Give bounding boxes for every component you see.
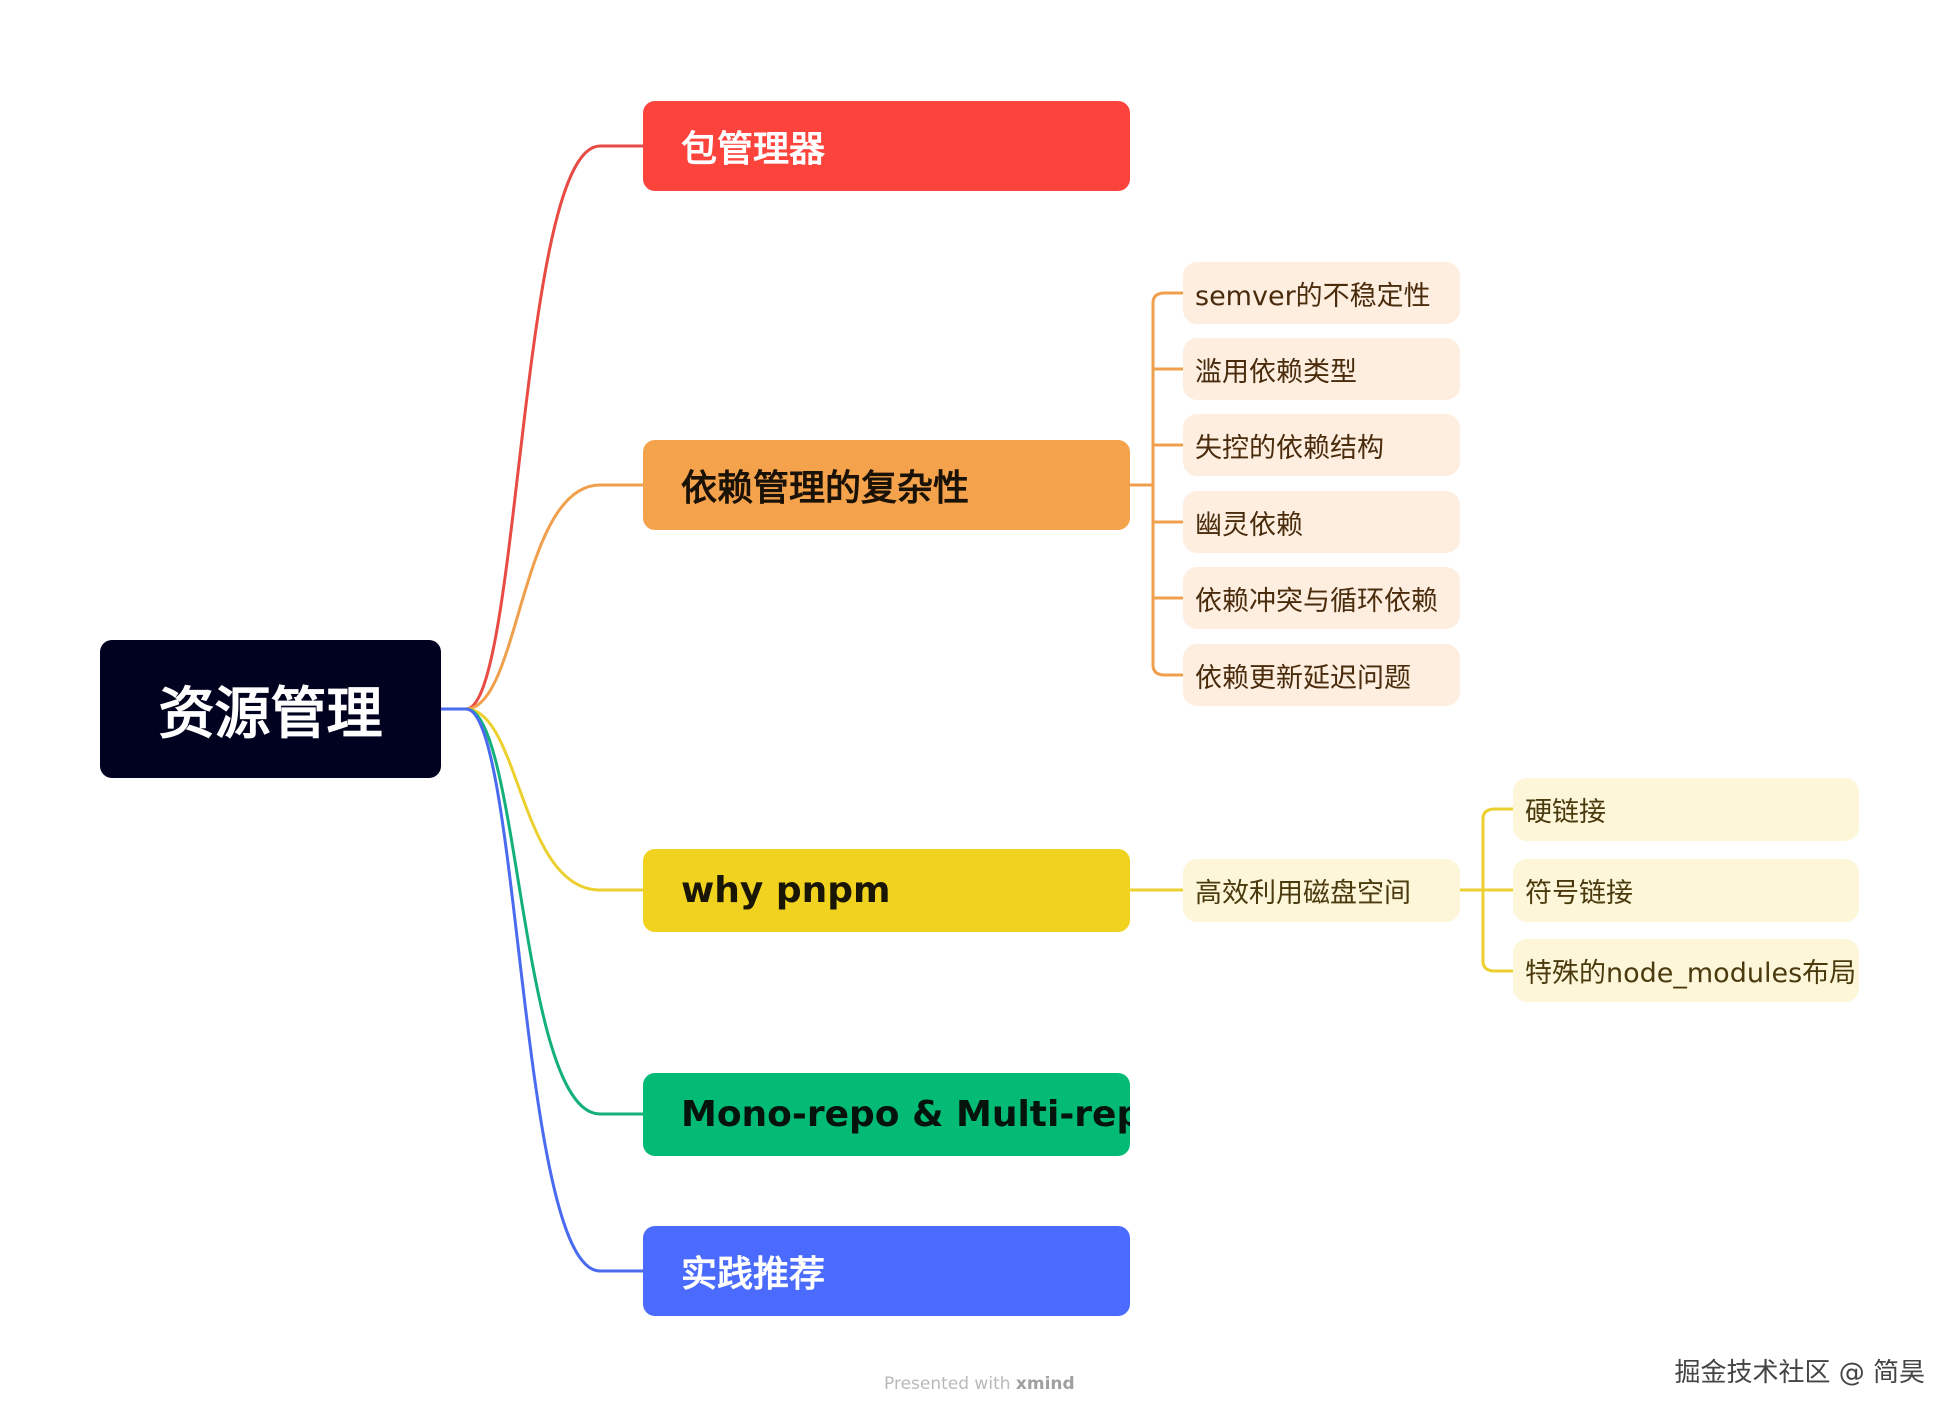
topic-why-pnpm[interactable]: why pnpm [643, 849, 1130, 932]
yellow-subtopic-connector [1481, 807, 1515, 821]
branch-connector-1 [464, 144, 645, 711]
subtopic-label: 依赖更新延迟问题 [1195, 662, 1411, 694]
branch-connector-3 [464, 707, 645, 892]
subtopic-uncontrolled-structure[interactable]: 失控的依赖结构 [1183, 414, 1460, 476]
subtopic-hard-link[interactable]: 硬链接 [1513, 778, 1859, 841]
topic-label: 包管理器 [681, 129, 826, 170]
footer-brand: xmind [1015, 1374, 1075, 1394]
subtopic-disk-space[interactable]: 高效利用磁盘空间 [1183, 859, 1460, 922]
subtopic-label: semver的不稳定性 [1195, 280, 1431, 312]
subtopic-symlink[interactable]: 符号链接 [1513, 859, 1859, 922]
subtopic-label: 高效利用磁盘空间 [1195, 878, 1411, 909]
footer-text: Presented with [884, 1374, 1011, 1394]
branch-connector-2 [464, 483, 645, 711]
topic-best-practices[interactable]: 实践推荐 [643, 1226, 1130, 1316]
subtopic-update-delay[interactable]: 依赖更新延迟问题 [1183, 644, 1460, 706]
topic-label: 实践推荐 [681, 1254, 826, 1295]
subtopic-label: 符号链接 [1525, 878, 1633, 909]
subtopic-dep-type-abuse[interactable]: 滥用依赖类型 [1183, 338, 1460, 400]
orange-subtopic-connector [1151, 663, 1185, 677]
subtopic-conflict-cycle[interactable]: 依赖冲突与循环依赖 [1183, 567, 1460, 629]
topic-package-manager[interactable]: 包管理器 [643, 101, 1130, 191]
subtopic-label: 失控的依赖结构 [1195, 432, 1384, 464]
subtopic-label: 依赖冲突与循环依赖 [1195, 585, 1438, 617]
subtopic-label: 硬链接 [1525, 797, 1606, 828]
subtopic-label: 滥用依赖类型 [1195, 356, 1357, 388]
topic-mono-multi-repo[interactable]: Mono-repo & Multi-repo [643, 1073, 1130, 1156]
subtopic-label: 幽灵依赖 [1195, 509, 1303, 541]
watermark: 掘金技术社区 @ 简昊 [1674, 1358, 1925, 1388]
subtopic-semver[interactable]: semver的不稳定性 [1183, 262, 1460, 324]
topic-dependency-complexity[interactable]: 依赖管理的复杂性 [643, 440, 1130, 530]
topic-label: Mono-repo & Multi-repo [681, 1094, 1130, 1135]
root-topic[interactable]: 资源管理 [100, 640, 441, 778]
branch-connector-4 [464, 707, 645, 1116]
root-topic-label: 资源管理 [158, 681, 383, 747]
subtopic-phantom-deps[interactable]: 幽灵依赖 [1183, 491, 1460, 553]
branch-connector-5 [464, 707, 645, 1273]
topic-label: 依赖管理的复杂性 [681, 468, 970, 509]
presented-with-footer: Presented with xmind [884, 1374, 1075, 1394]
orange-subtopic-connector [1151, 291, 1185, 305]
subtopic-node-modules-layout[interactable]: 特殊的node_modules布局 [1513, 939, 1859, 1002]
yellow-subtopic-connector [1481, 959, 1515, 973]
subtopic-label: 特殊的node_modules布局 [1525, 958, 1857, 989]
topic-label: why pnpm [681, 870, 891, 911]
